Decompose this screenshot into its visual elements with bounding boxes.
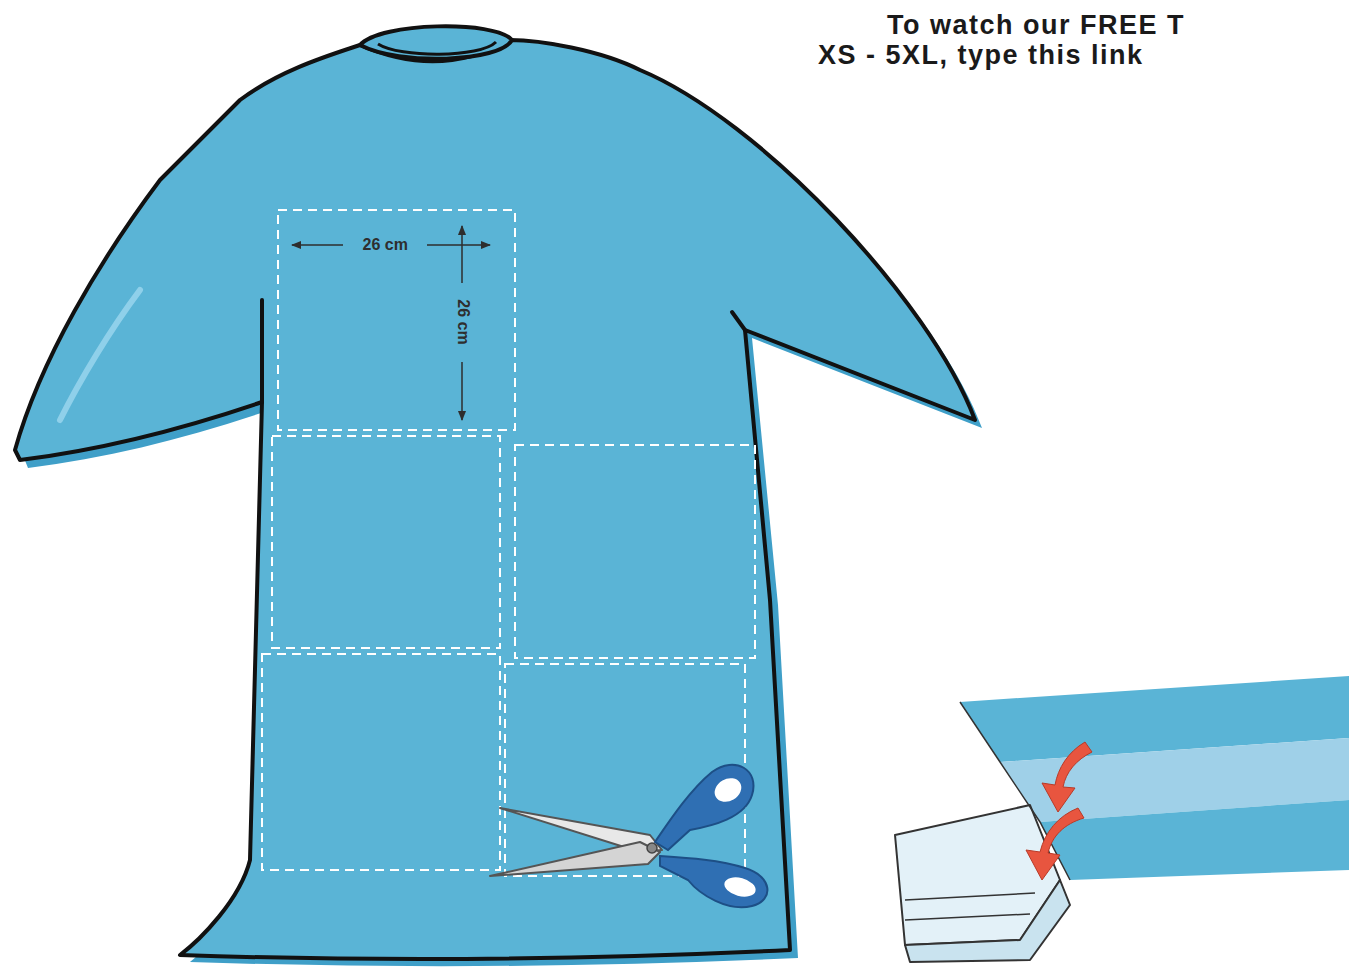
fold-arrow <box>1026 808 1084 880</box>
cloth-fold-line <box>905 893 1035 920</box>
folded-cloth <box>895 676 1349 962</box>
dimension-label: 26 cm <box>453 299 471 344</box>
sleeve-seam <box>260 300 264 402</box>
scissor-handle <box>655 765 754 850</box>
shirt-highlight <box>60 290 140 420</box>
dimension-label: 26 cm <box>363 236 408 254</box>
cutting-pattern <box>262 210 755 876</box>
dimension-line <box>461 226 463 283</box>
handle-hole <box>722 874 758 900</box>
cloth-stack <box>905 880 1070 962</box>
tshirt-outline <box>15 40 975 959</box>
cutting-square <box>515 445 755 658</box>
scissor-pivot <box>647 843 657 853</box>
scissor-blade <box>490 842 660 876</box>
instruction-note: To watch our FREE T <box>887 10 1185 41</box>
scissors <box>490 765 767 907</box>
handle-hole <box>710 773 745 806</box>
cutting-square <box>272 436 500 648</box>
fold-arrow <box>1042 742 1092 812</box>
cutting-square <box>278 210 515 430</box>
cloth-panel <box>1040 800 1349 880</box>
collar <box>360 26 512 59</box>
scissor-handle <box>660 856 767 907</box>
collar-inner <box>378 42 496 54</box>
sleeve-seam <box>732 312 745 330</box>
dimension-line <box>461 362 463 420</box>
instruction-note: XS - 5XL, type this link <box>818 40 1144 71</box>
cutting-square <box>262 654 500 870</box>
dimension-line <box>292 244 343 246</box>
dimension-line <box>427 244 490 246</box>
